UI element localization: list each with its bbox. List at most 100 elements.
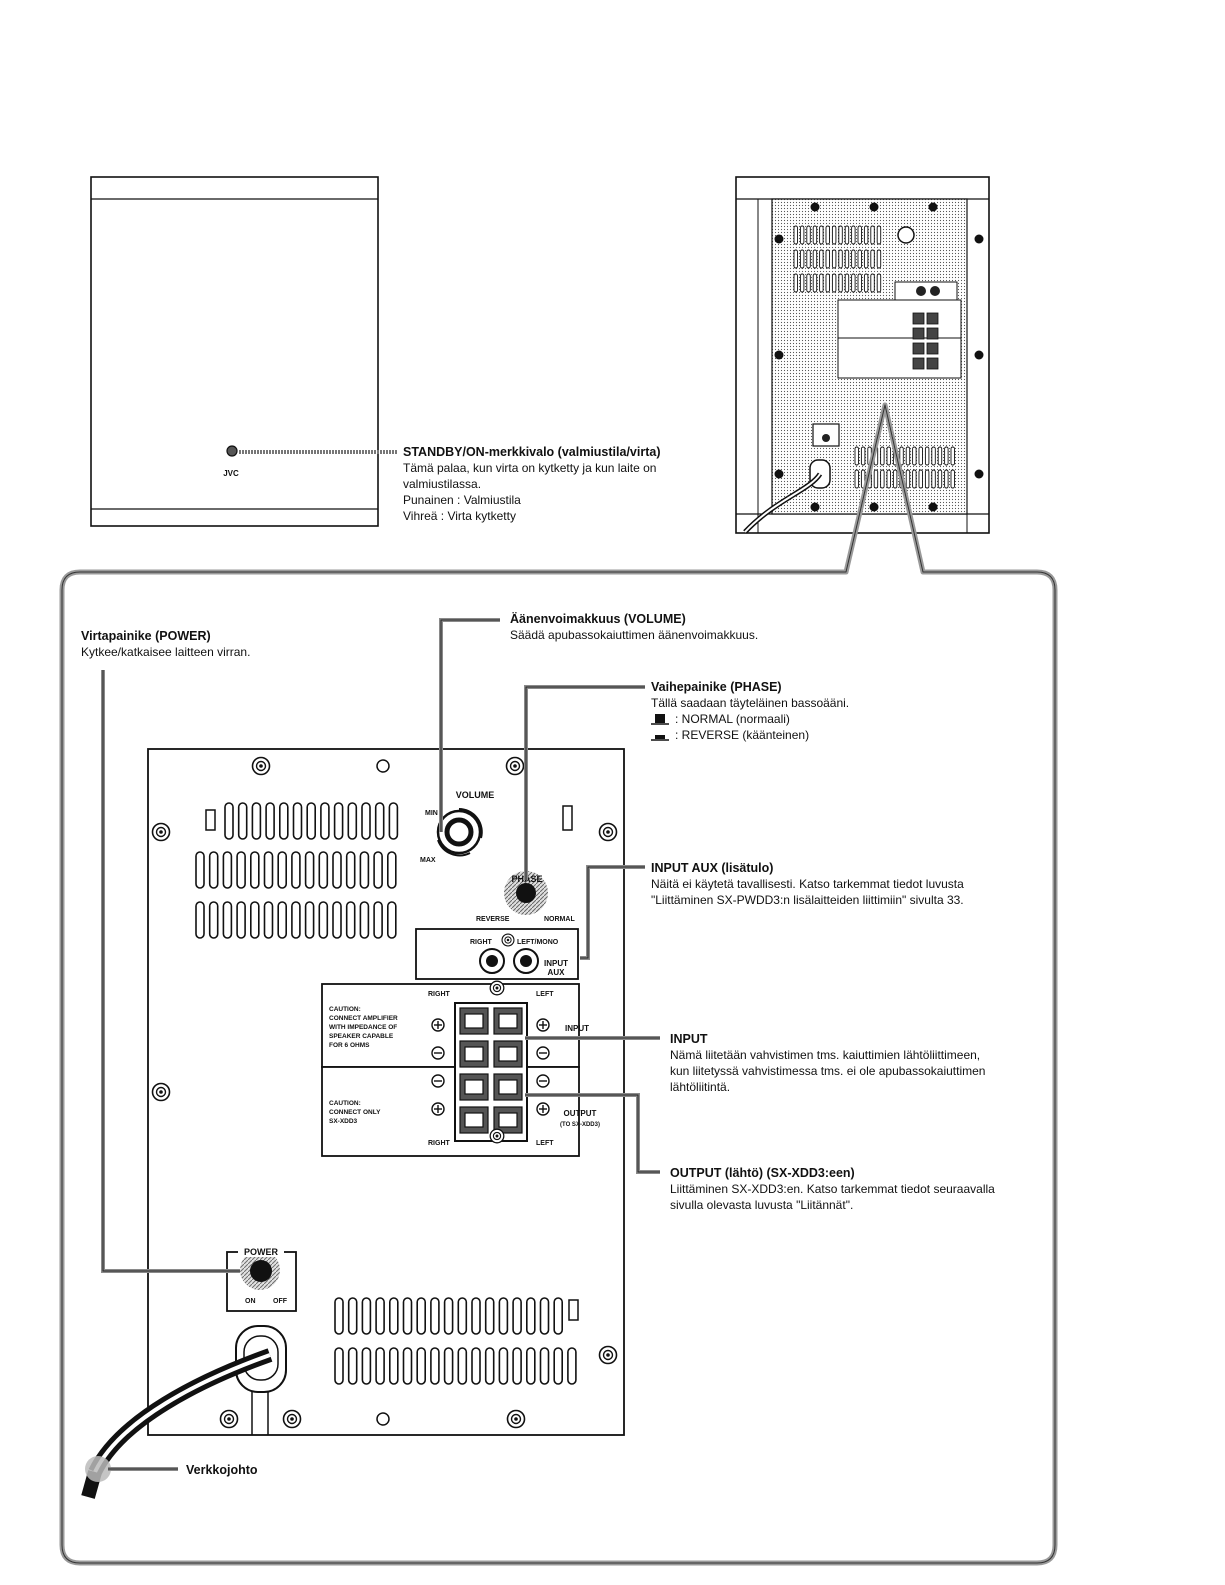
vent-slot: [562, 805, 573, 831]
vent-slot: [567, 1347, 577, 1385]
vent-slot: [553, 1347, 564, 1385]
phase-callout: Vaihepainike (PHASE) Tällä saadaan täyte…: [651, 679, 951, 743]
normal-position-icon: [651, 714, 669, 725]
vent-slot: [568, 1299, 579, 1321]
vent-slot: [222, 901, 233, 939]
volume-callout: Äänenvoimakkuus (VOLUME) Säädä apubassok…: [510, 611, 840, 643]
vent-slot: [457, 1347, 468, 1385]
vent-slot: [793, 273, 798, 293]
input-line-1: kun liitetyssä vahvistimessa tms. ei ole…: [670, 1064, 986, 1078]
vent-slot: [304, 851, 315, 889]
vent-slot: [838, 273, 843, 293]
vent-slot: [857, 225, 862, 245]
caution2-l2: SX-XDD3: [329, 1118, 358, 1125]
phase-reverse: : REVERSE (käänteinen): [675, 728, 810, 742]
screw-icon: [774, 469, 784, 479]
vent-slot: [831, 273, 837, 293]
standby-line-0: Tämä palaa, kun virta on kytketty ja kun…: [403, 461, 657, 475]
input-right-label: RIGHT: [428, 991, 451, 998]
vent-slot: [471, 1297, 481, 1335]
vent-slot: [292, 802, 303, 840]
speaker-terminal-clip: [498, 1046, 518, 1062]
vent-slot: [944, 469, 949, 489]
screw-icon: [810, 502, 820, 512]
volume-line-0: Säädä apubassokaiuttimen äänenvoimakkuus…: [510, 628, 759, 642]
screw-icon: [810, 202, 820, 212]
vent-slot: [498, 1297, 509, 1335]
vent-slot: [195, 901, 205, 939]
vent-slot: [484, 1297, 495, 1335]
input-title: INPUT: [670, 1032, 708, 1046]
vent-slot: [838, 225, 843, 245]
caution1-l1: CONNECT AMPLIFIER: [329, 1015, 398, 1022]
power-switch: POWER ON OFF: [226, 1247, 297, 1312]
vent-slot: [870, 273, 875, 293]
max-label: MAX: [420, 857, 436, 864]
min-label: MIN: [425, 810, 438, 817]
vent-slot: [812, 249, 818, 269]
vent-slot: [250, 901, 260, 939]
vent-slot: [347, 1347, 358, 1385]
vent-slot: [880, 446, 885, 466]
vent-slot: [863, 273, 869, 293]
vent-slot: [457, 1297, 468, 1335]
speaker-terminal-cell: [926, 342, 939, 355]
aux-label-2: AUX: [548, 968, 566, 977]
power-cord: [81, 1325, 287, 1499]
vent-slot: [334, 1297, 344, 1335]
caution1-l3: SPEAKER CAPABLE: [329, 1033, 394, 1040]
caution1-l4: FOR 6 OHMS: [329, 1042, 370, 1049]
aux-line-1: "Liittäminen SX-PWDD3:n lisälaitteiden l…: [651, 893, 964, 907]
vent-slot: [799, 249, 805, 269]
vent-slot: [886, 446, 891, 466]
vent-slot: [918, 446, 923, 466]
vent-slot: [857, 249, 862, 269]
screw-icon: [974, 469, 984, 479]
reverse-position-icon: [651, 735, 669, 741]
input-aux-callout: INPUT AUX (lisätulo) Näitä ei käytetä ta…: [651, 860, 1031, 908]
vent-slot: [831, 249, 837, 269]
vent-slot: [250, 851, 260, 889]
vent-slot: [931, 469, 936, 489]
vent-slot: [876, 249, 882, 269]
vent-slot: [512, 1297, 522, 1335]
vent-slot: [876, 225, 882, 245]
front-view: JVC: [90, 176, 397, 527]
vent-slot: [334, 1347, 344, 1385]
vent-slot: [918, 469, 923, 489]
vent-slot: [195, 851, 205, 889]
vent-slot: [539, 1347, 550, 1385]
input-callout: INPUT Nämä liitetään vahvistimen tms. ka…: [670, 1031, 1050, 1095]
vent-slot: [443, 1347, 454, 1385]
vent-slot: [937, 446, 943, 466]
aux-title: INPUT AUX (lisätulo): [651, 861, 774, 875]
vent-slot: [430, 1347, 440, 1385]
vent-slot: [386, 851, 397, 889]
input-line-2: lähtöliitintä.: [670, 1080, 731, 1094]
output-left-label: LEFT: [536, 1140, 554, 1147]
vent-slot: [224, 802, 234, 840]
rear-panel: VOLUME MIN MAX PHASE REVERSE NORMAL RIGH…: [81, 748, 625, 1499]
normal-label: NORMAL: [544, 916, 575, 923]
vent-slot: [838, 249, 843, 269]
vent-slot: [799, 273, 805, 293]
vent-slot: [361, 1297, 372, 1335]
output-callout: OUTPUT (lähtö) (SX-XDD3:een) Liittäminen…: [670, 1165, 1050, 1213]
vent-slot: [844, 273, 850, 293]
input-panel-label: INPUT: [565, 1024, 589, 1033]
speaker-terminal-cell: [912, 312, 925, 325]
vent-slot: [525, 1347, 536, 1385]
vent-slot: [863, 225, 869, 245]
vent-slot: [277, 851, 288, 889]
vent-slot: [863, 249, 869, 269]
vent-slot: [361, 1347, 372, 1385]
vent-slot: [944, 446, 949, 466]
output-right-label: RIGHT: [428, 1140, 451, 1147]
vent-slot: [208, 901, 219, 939]
screw-icon: [928, 202, 938, 212]
vent-slot: [870, 249, 875, 269]
vent-slot: [950, 446, 955, 466]
vent-slot: [208, 851, 219, 889]
speaker-terminal-clip: [498, 1112, 518, 1128]
vent-slot: [333, 802, 344, 840]
